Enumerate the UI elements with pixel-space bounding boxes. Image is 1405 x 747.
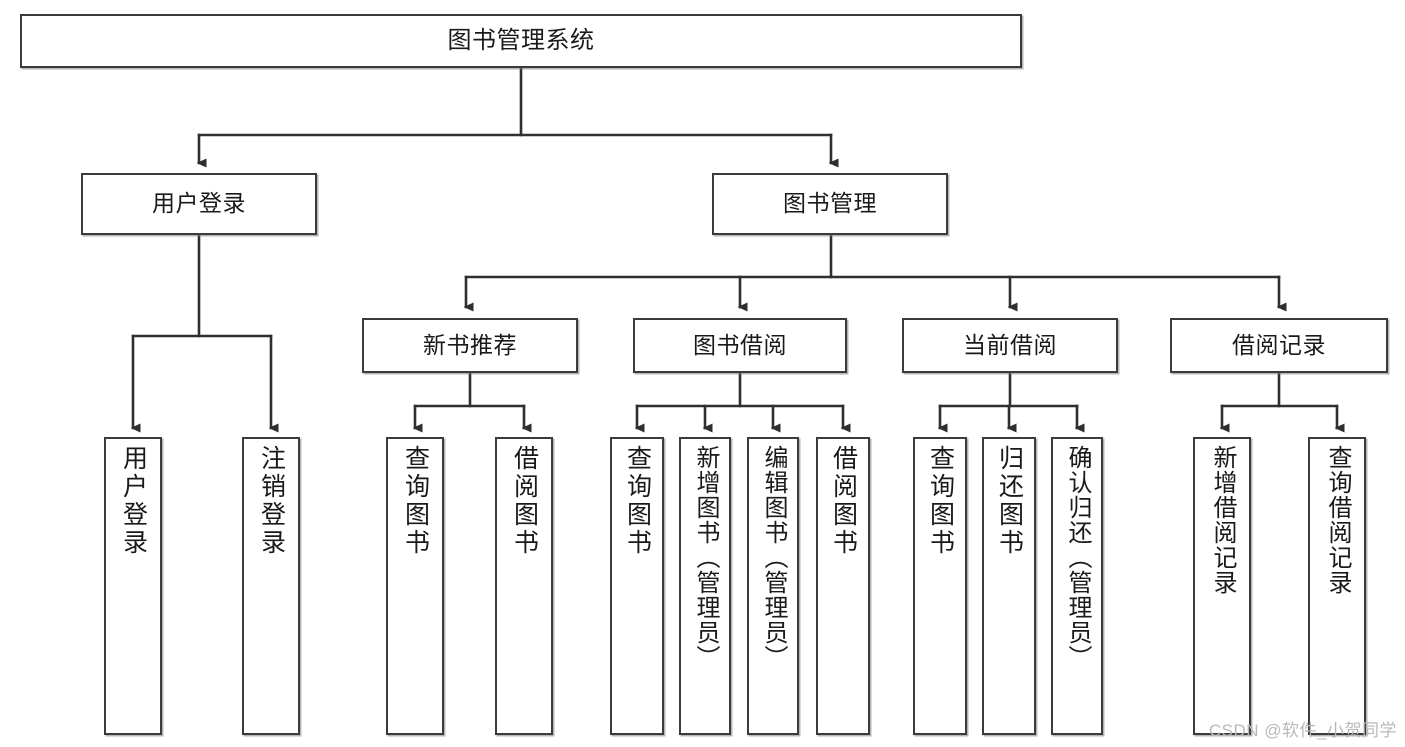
leaf-borrow-book-new[interactable]: 借阅图书 [495,437,553,735]
leaf-query-book-current[interactable]: 查询图书 [913,437,967,735]
node-label: 当前借阅 [963,331,1057,358]
node-label: 借阅图书 [510,445,539,557]
leaf-query-book-borrow[interactable]: 查询图书 [610,437,664,735]
leaf-user-login[interactable]: 用户登录 [104,437,162,735]
node-book-management[interactable]: 图书管理 [712,173,948,235]
leaf-query-book-new[interactable]: 查询图书 [386,437,444,735]
node-borrow-record[interactable]: 借阅记录 [1170,318,1388,373]
node-label: 查询图书 [623,445,652,557]
node-label: 用户登录 [152,190,246,217]
node-new-book-recommend[interactable]: 新书推荐 [362,318,578,373]
leaf-add-book-admin[interactable]: 新增图书（管理员） [679,437,731,735]
leaf-borrow-book[interactable]: 借阅图书 [816,437,870,735]
node-label: 新书推荐 [423,331,517,358]
node-label: 查询图书 [926,445,955,557]
node-label: 借阅记录 [1232,331,1326,358]
node-label: 注销登录 [257,445,286,557]
node-label: 借阅图书 [829,445,858,557]
node-label: 用户登录 [119,445,148,557]
node-label: 图书借阅 [693,331,787,358]
leaf-logout[interactable]: 注销登录 [242,437,300,735]
leaf-query-borrow-record[interactable]: 查询借阅记录 [1308,437,1366,735]
leaf-edit-book-admin[interactable]: 编辑图书（管理员） [747,437,799,735]
node-current-borrow[interactable]: 当前借阅 [902,318,1118,373]
leaf-return-book[interactable]: 归还图书 [982,437,1036,735]
node-label: 查询借阅记录 [1324,445,1351,595]
leaf-confirm-return-admin[interactable]: 确认归还（管理员） [1051,437,1103,735]
node-label: 查询图书 [401,445,430,557]
node-book-borrow[interactable]: 图书借阅 [633,318,847,373]
node-label: 确认归还（管理员） [1064,445,1091,670]
node-label: 编辑图书（管理员） [760,445,787,670]
node-root-system[interactable]: 图书管理系统 [20,14,1022,68]
watermark: CSDN @软件_小贺同学 [1208,721,1397,740]
node-label: 图书管理系统 [447,26,595,54]
node-label: 新增图书（管理员） [692,445,719,670]
node-label: 图书管理 [783,190,877,217]
node-label: 新增借阅记录 [1209,445,1236,595]
leaf-add-borrow-record[interactable]: 新增借阅记录 [1193,437,1251,735]
node-label: 归还图书 [995,445,1024,557]
node-user-login[interactable]: 用户登录 [81,173,317,235]
